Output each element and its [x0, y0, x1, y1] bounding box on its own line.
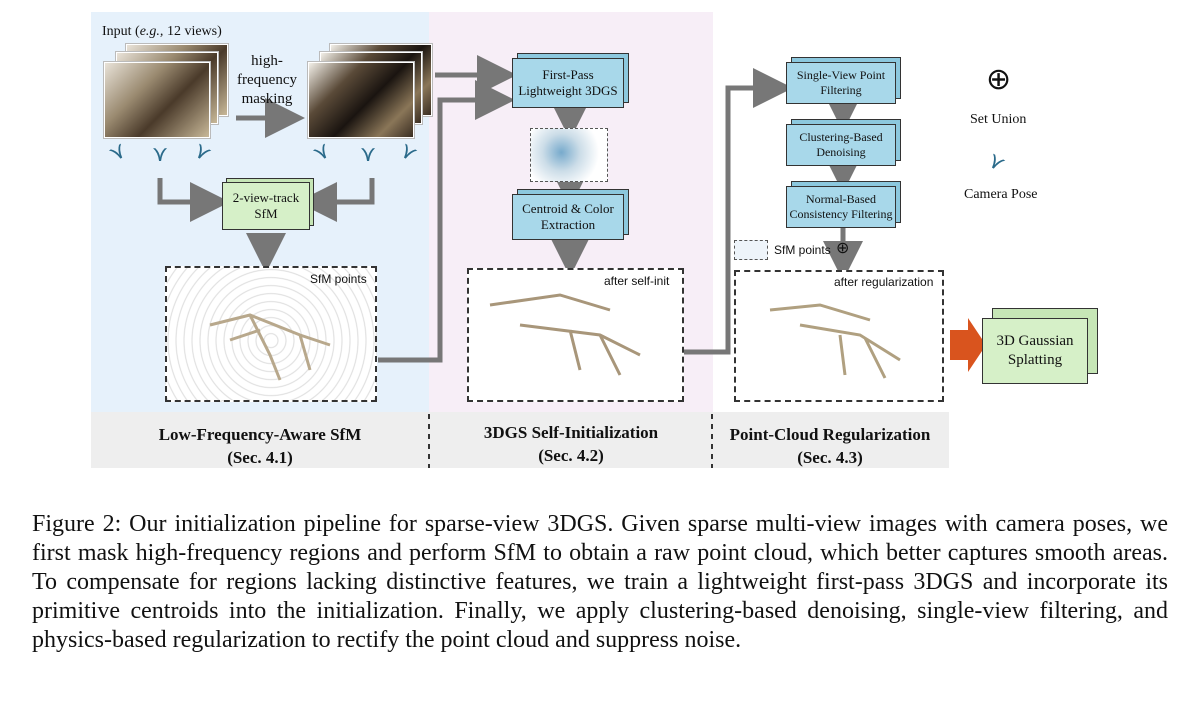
figure-caption: Figure 2: Our initialization pipeline fo…	[32, 511, 1168, 653]
sfm-points-union-label: SfM points	[774, 243, 831, 257]
sfm-point-cloud	[209, 313, 331, 381]
after-self-init-label: after self-init	[604, 274, 670, 288]
gaussians-image	[530, 128, 608, 182]
camera-icon: ⋎	[152, 142, 169, 167]
masked-photo-front	[308, 62, 414, 138]
sections-bar	[91, 412, 949, 468]
camera-pose-legend-label: Camera Pose	[964, 187, 1038, 202]
set-union-legend-label: Set Union	[970, 112, 1027, 127]
sfm-thumbnail	[734, 240, 768, 260]
regularized-point-cloud	[769, 303, 901, 379]
input-label: Input (e.g., 12 views)	[102, 24, 222, 39]
masking-label: high- frequency masking	[237, 53, 297, 107]
sfm-points-label: SfM points	[310, 272, 367, 286]
output-arrow	[950, 318, 986, 372]
set-union-icon: ⊕	[836, 238, 850, 257]
self-init-point-cloud	[489, 293, 641, 376]
after-regularization-label: after regularization	[834, 275, 934, 289]
section-1-title: Low-Frequency-Aware SfM(Sec. 4.1)	[158, 425, 362, 467]
sfm-points-panel	[165, 266, 377, 402]
self-init-panel	[467, 268, 684, 402]
section-3-title: Point-Cloud Regularization(Sec. 4.3)	[729, 425, 931, 467]
section-2-title: 3DGS Self-Initialization(Sec. 4.2)	[483, 423, 659, 465]
set-union-legend-icon: ⊕	[986, 62, 1012, 97]
camera-icon: ⋎	[360, 142, 377, 167]
connector-arrows	[157, 55, 986, 468]
input-photo-front	[104, 62, 210, 138]
